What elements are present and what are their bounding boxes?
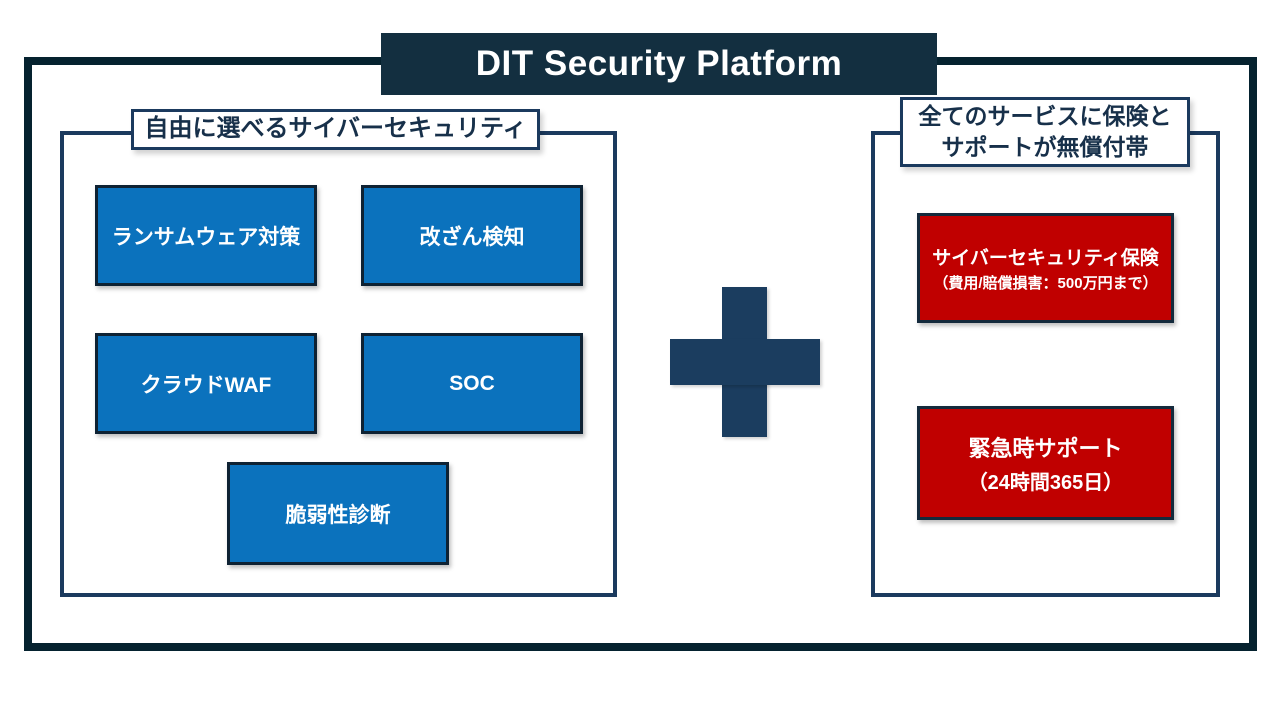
plus-icon-horizontal-bar: [670, 339, 820, 385]
service-box-ransomware: ランサムウェア対策: [95, 185, 317, 286]
service-label-tamper-detection: 改ざん検知: [419, 225, 525, 249]
plus-icon: [670, 287, 820, 437]
service-label-vulnerability-assessment: 脆弱性診断: [285, 503, 391, 527]
benefits-group-box: [871, 131, 1220, 597]
benefit-subtitle-emergency-support: （24時間365日）: [967, 472, 1124, 494]
benefit-title-emergency-support: 緊急時サポート: [968, 436, 1123, 461]
service-box-cloud-waf: クラウドWAF: [95, 333, 317, 434]
service-label-cloud-waf: クラウドWAF: [140, 373, 272, 397]
title-banner: DIT Security Platform: [381, 33, 937, 95]
benefits-group-header: 全てのサービスに保険と サポートが無償付帯: [900, 97, 1190, 167]
benefit-box-emergency-support: 緊急時サポート （24時間365日）: [917, 406, 1174, 520]
service-label-soc: SOC: [449, 371, 495, 395]
service-box-vulnerability-assessment: 脆弱性診断: [227, 462, 449, 565]
service-label-ransomware: ランサムウェア対策: [111, 225, 301, 249]
service-box-soc: SOC: [361, 333, 583, 434]
benefits-group-header-label: 全てのサービスに保険と サポートが無償付帯: [918, 102, 1172, 160]
services-group-header-label: 自由に選べるサイバーセキュリティ: [144, 115, 527, 143]
benefit-subtitle-cyber-insurance: （費用/賠償損害：500万円まで）: [933, 275, 1158, 292]
page-title: DIT Security Platform: [475, 44, 843, 83]
benefit-title-cyber-insurance: サイバーセキュリティ保険: [932, 248, 1159, 269]
services-group-header: 自由に選べるサイバーセキュリティ: [131, 109, 540, 150]
benefit-box-cyber-insurance: サイバーセキュリティ保険 （費用/賠償損害：500万円まで）: [917, 213, 1174, 323]
service-box-tamper-detection: 改ざん検知: [361, 185, 583, 286]
